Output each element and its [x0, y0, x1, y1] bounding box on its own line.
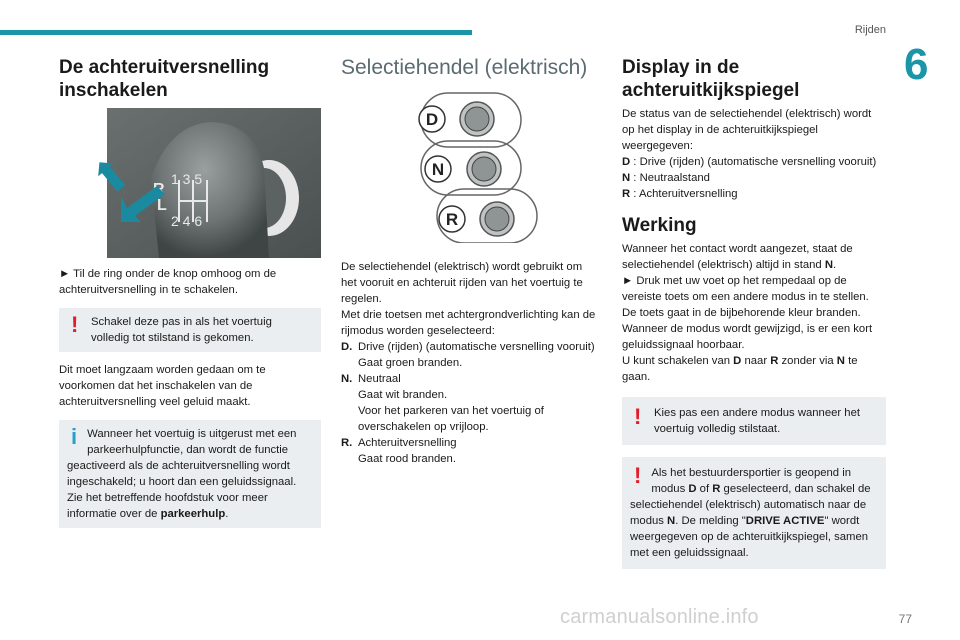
state-r: R : Achteruitversnelling	[622, 186, 886, 202]
mode-key: R.	[341, 437, 353, 449]
reverse-step-text: ► Til de ring onder de knop omhoog om de…	[59, 268, 277, 296]
mode-line3: Voor het parkeren van het voertuig of ov…	[358, 405, 544, 433]
mode-item-d: D. Drive (rijden) (automatische versnell…	[341, 339, 597, 371]
knob-l-letter: L	[157, 197, 167, 214]
state-key: R	[622, 188, 631, 200]
w1-bold: N	[824, 259, 833, 271]
heading-mirror-display: Display in de achteruitkijkspiegel	[622, 57, 800, 101]
w5-g: te gaan.	[622, 355, 858, 383]
w5-e: zonder via	[778, 355, 837, 367]
gear-knob-image: 1 3 5 2 4 6 R L	[59, 108, 321, 258]
selector-illustration: D N R	[341, 91, 597, 244]
werking-p3: De toets gaat in de bijbehorende kleur b…	[622, 307, 861, 319]
column-reverse-gear: De achteruitversnelling inschakelen 1	[59, 56, 321, 528]
w2-c: of	[696, 483, 713, 495]
werking-p1: Wanneer het contact wordt aangezet, staa…	[622, 241, 886, 273]
state-key: D	[622, 156, 631, 168]
w2-g: . De melding "	[675, 515, 746, 527]
warning-text: Kies pas een andere modus wanneer het vo…	[654, 407, 860, 435]
werking-p2: ► Druk met uw voet op het rempedaal op d…	[622, 275, 869, 303]
reverse-paragraph: Dit moet langzaam worden gedaan om te vo…	[59, 364, 266, 408]
werking-p4: Wanneer de modus wordt gewijzigd, is er …	[622, 323, 873, 351]
mode-line1: Neutraal	[358, 373, 401, 385]
info-box-parking: i Wanneer het voertuig is uitgerust met …	[59, 420, 321, 528]
warning-text: Schakel deze pas in als het voertuig vol…	[91, 316, 272, 344]
gear-knob-illustration: 1 3 5 2 4 6 R L	[59, 108, 321, 258]
w5-c: naar	[741, 355, 771, 367]
selector-intro: De selectiehendel (elektrisch) wordt geb…	[341, 261, 583, 305]
mode-line2: Gaat groen branden.	[358, 357, 463, 369]
mode-line2: Gaat rood branden.	[358, 453, 456, 465]
w2-e: geselecteerd, dan schakel de selectiehen…	[630, 483, 871, 527]
knob-bottom-digits: 2 4 6	[171, 213, 202, 229]
w2-i: " wordt weergegeven op de achteruitkijks…	[630, 515, 869, 559]
heading-werking: Werking	[622, 215, 697, 236]
warning-box-mode-change: ! Kies pas een andere modus wanneer het …	[622, 397, 886, 445]
warning-icon: !	[634, 404, 642, 429]
button-r-label: R	[446, 210, 458, 229]
mode-line1: Achteruitversnelling	[358, 437, 457, 449]
page-number: 77	[898, 612, 912, 626]
selector-intro2: Met drie toetsen met achtergrondverlicht…	[341, 309, 596, 337]
column-mirror-display: Display in de achteruitkijkspiegel De st…	[622, 56, 886, 569]
w2-h: DRIVE ACTIVE	[745, 515, 825, 527]
header-accent-bar	[0, 30, 472, 35]
warning-icon: !	[634, 463, 642, 488]
lift-arrow-icon	[98, 162, 165, 222]
mode-line2: Gaat wit branden.	[358, 389, 448, 401]
button-d-label: D	[426, 110, 438, 129]
warning-icon: !	[71, 312, 79, 337]
mode-key: D.	[341, 341, 353, 353]
state-d: D : Drive (rijden) (automatische versnel…	[622, 154, 886, 170]
w1-text: Wanneer het contact wordt aangezet, staa…	[622, 243, 853, 271]
w2-d: R	[712, 483, 721, 495]
mode-line1: Drive (rijden) (automatische versnelling…	[358, 341, 595, 353]
heading-reverse-gear: De achteruitversnelling inschakelen	[59, 57, 270, 101]
knob-top-digits: 1 3 5	[171, 171, 202, 187]
state-value: : Neutraalstand	[630, 172, 710, 184]
mode-key: N.	[341, 373, 353, 385]
info-text: Wanneer het voertuig is uitgerust met ee…	[67, 428, 297, 520]
chapter-number: 6	[904, 40, 929, 89]
warning-box-door-open: ! Als het bestuurdersportier is geopend …	[622, 457, 886, 569]
warning-box-reverse: ! Schakel deze pas in als het voertuig v…	[59, 308, 321, 352]
w5-d: R	[770, 355, 779, 367]
w5-f: N	[836, 355, 845, 367]
info-icon: i	[71, 424, 78, 449]
w2-f: N	[667, 515, 676, 527]
button-n-label: N	[432, 160, 444, 179]
w5-a: U kunt schakelen van	[622, 355, 734, 367]
w2-b: D	[688, 483, 697, 495]
selector-buttons-image: D N R	[418, 92, 538, 244]
column-selector: Selectiehendel (elektrisch) D N	[341, 56, 597, 467]
mirror-intro: De status van de selectiehendel (elektri…	[622, 108, 872, 152]
state-value: : Achteruitversnelling	[630, 188, 738, 200]
state-n: N : Neutraalstand	[622, 170, 886, 186]
w5-b: D	[733, 355, 742, 367]
mode-list: D. Drive (rijden) (automatische versnell…	[341, 339, 597, 467]
state-value: : Drive (rijden) (automatische versnelli…	[630, 156, 877, 168]
info-end: .	[225, 508, 229, 520]
w1-end: .	[833, 259, 837, 271]
watermark: carmanualsonline.info	[560, 606, 759, 628]
section-label: Rijden	[854, 24, 886, 36]
w2-a: Als het bestuurdersportier is geopend in…	[651, 467, 852, 495]
heading-selector: Selectiehendel (elektrisch)	[341, 56, 588, 79]
state-key: N	[622, 172, 631, 184]
werking-p5: U kunt schakelen van D naar R zonder via…	[622, 353, 886, 385]
info-bold: parkeerhulp	[160, 508, 226, 520]
